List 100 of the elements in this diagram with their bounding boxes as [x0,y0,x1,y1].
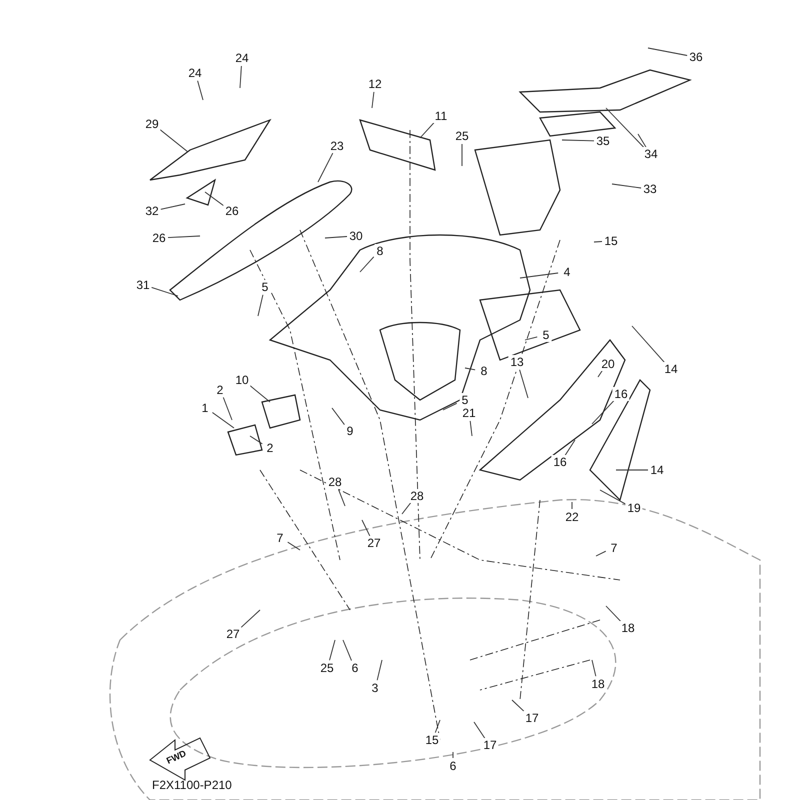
leader-line [248,384,270,402]
callout-number: 4 [562,265,572,279]
callout-number: 8 [478,364,490,378]
leader-line [168,236,200,238]
leader-line [402,502,412,514]
callout-number: 9 [344,424,356,438]
callout-number: 20 [599,357,617,371]
leader-line [239,610,260,630]
leader-line [600,490,626,505]
leader-line [362,520,370,536]
leader-line [638,134,647,148]
leader-line [524,336,538,340]
callout-number: 16 [612,387,630,401]
callout-number: 26 [223,204,241,218]
callout-number: 15 [602,234,620,248]
leader-line [324,236,348,238]
leader-line [612,184,642,188]
callout-number: 6 [350,661,360,675]
leader-line [434,720,440,734]
callout-number: 18 [619,621,637,635]
leader-line [329,640,336,661]
callout-number: 2 [214,383,226,397]
callout-number: 28 [326,475,344,489]
callout-number: 1 [200,401,210,415]
leader-line [632,326,666,364]
callout-number: 7 [274,531,286,545]
callout-number: 10 [233,373,251,387]
leader-line [562,140,594,142]
callout-number: 7 [608,541,620,555]
callout-number: 15 [423,733,441,747]
leader-line [376,660,382,681]
callout-number: 16 [551,455,569,469]
callout-number: 8 [374,244,386,258]
direction-label: FWD [164,748,188,766]
leader-line [474,722,486,739]
callout-number: 3 [370,681,380,695]
callout-number: 29 [143,117,161,131]
callout-number: 17 [523,711,541,725]
callout-number: 22 [563,510,581,524]
leader-line [360,256,374,272]
callout-number: 34 [642,147,660,161]
leader-line [520,272,559,278]
callout-number: 14 [648,463,666,477]
part-code: F2X1100-P210 [152,778,232,792]
leader-line [318,152,334,182]
leader-line [250,436,263,444]
leader-line [594,241,602,242]
callout-number: 26 [150,231,168,245]
callout-number: 21 [460,406,478,420]
leader-line [592,660,596,677]
leader-line [160,204,186,210]
callout-number: 30 [347,229,365,243]
callout-number: 27 [365,536,383,550]
callout-number: 13 [508,355,526,369]
leader-line [420,121,436,138]
leader-line [596,550,606,556]
leader-line [512,700,526,714]
leader-line [287,542,300,550]
leader-line [151,286,178,296]
callout-number: 28 [408,489,426,503]
callout-number: 24 [186,66,204,80]
leader-line [606,606,622,623]
callout-number: 25 [453,129,471,143]
callout-number: 11 [432,109,450,123]
callout-number: 31 [134,278,152,292]
leader-line [338,488,346,506]
callout-number: 5 [260,280,270,294]
leader-line [606,108,646,149]
callout-number: 19 [625,501,643,515]
callout-number: 5 [460,393,470,407]
leader-line [519,369,528,398]
callout-number: 25 [318,661,336,675]
leader-line [464,368,476,370]
callout-number: 18 [589,677,607,691]
callout-number: 2 [264,441,276,455]
leader-line [212,412,234,428]
callout-number: 6 [448,759,458,773]
leader-line [592,399,616,424]
leader-line [158,128,188,152]
leader-line [564,440,576,456]
leader-line [222,396,232,420]
leader-line [648,48,688,56]
leader-line [470,420,472,436]
leader-line [372,91,374,108]
callout-number: 36 [687,50,705,64]
leader-line [332,408,345,426]
callout-number: 14 [662,362,680,376]
leader-line [342,640,352,662]
callout-number: 12 [366,77,384,91]
callout-number: 33 [641,182,659,196]
leader-line [258,294,264,316]
leader-line [442,402,458,410]
leader-line [240,66,242,88]
leader-line [204,192,226,207]
callout-number: 32 [143,204,161,218]
callout-number: 27 [224,627,242,641]
callout-number: 17 [481,738,499,752]
leader-line [197,80,204,100]
callout-number: 23 [328,139,346,153]
callout-number: 24 [233,51,251,65]
